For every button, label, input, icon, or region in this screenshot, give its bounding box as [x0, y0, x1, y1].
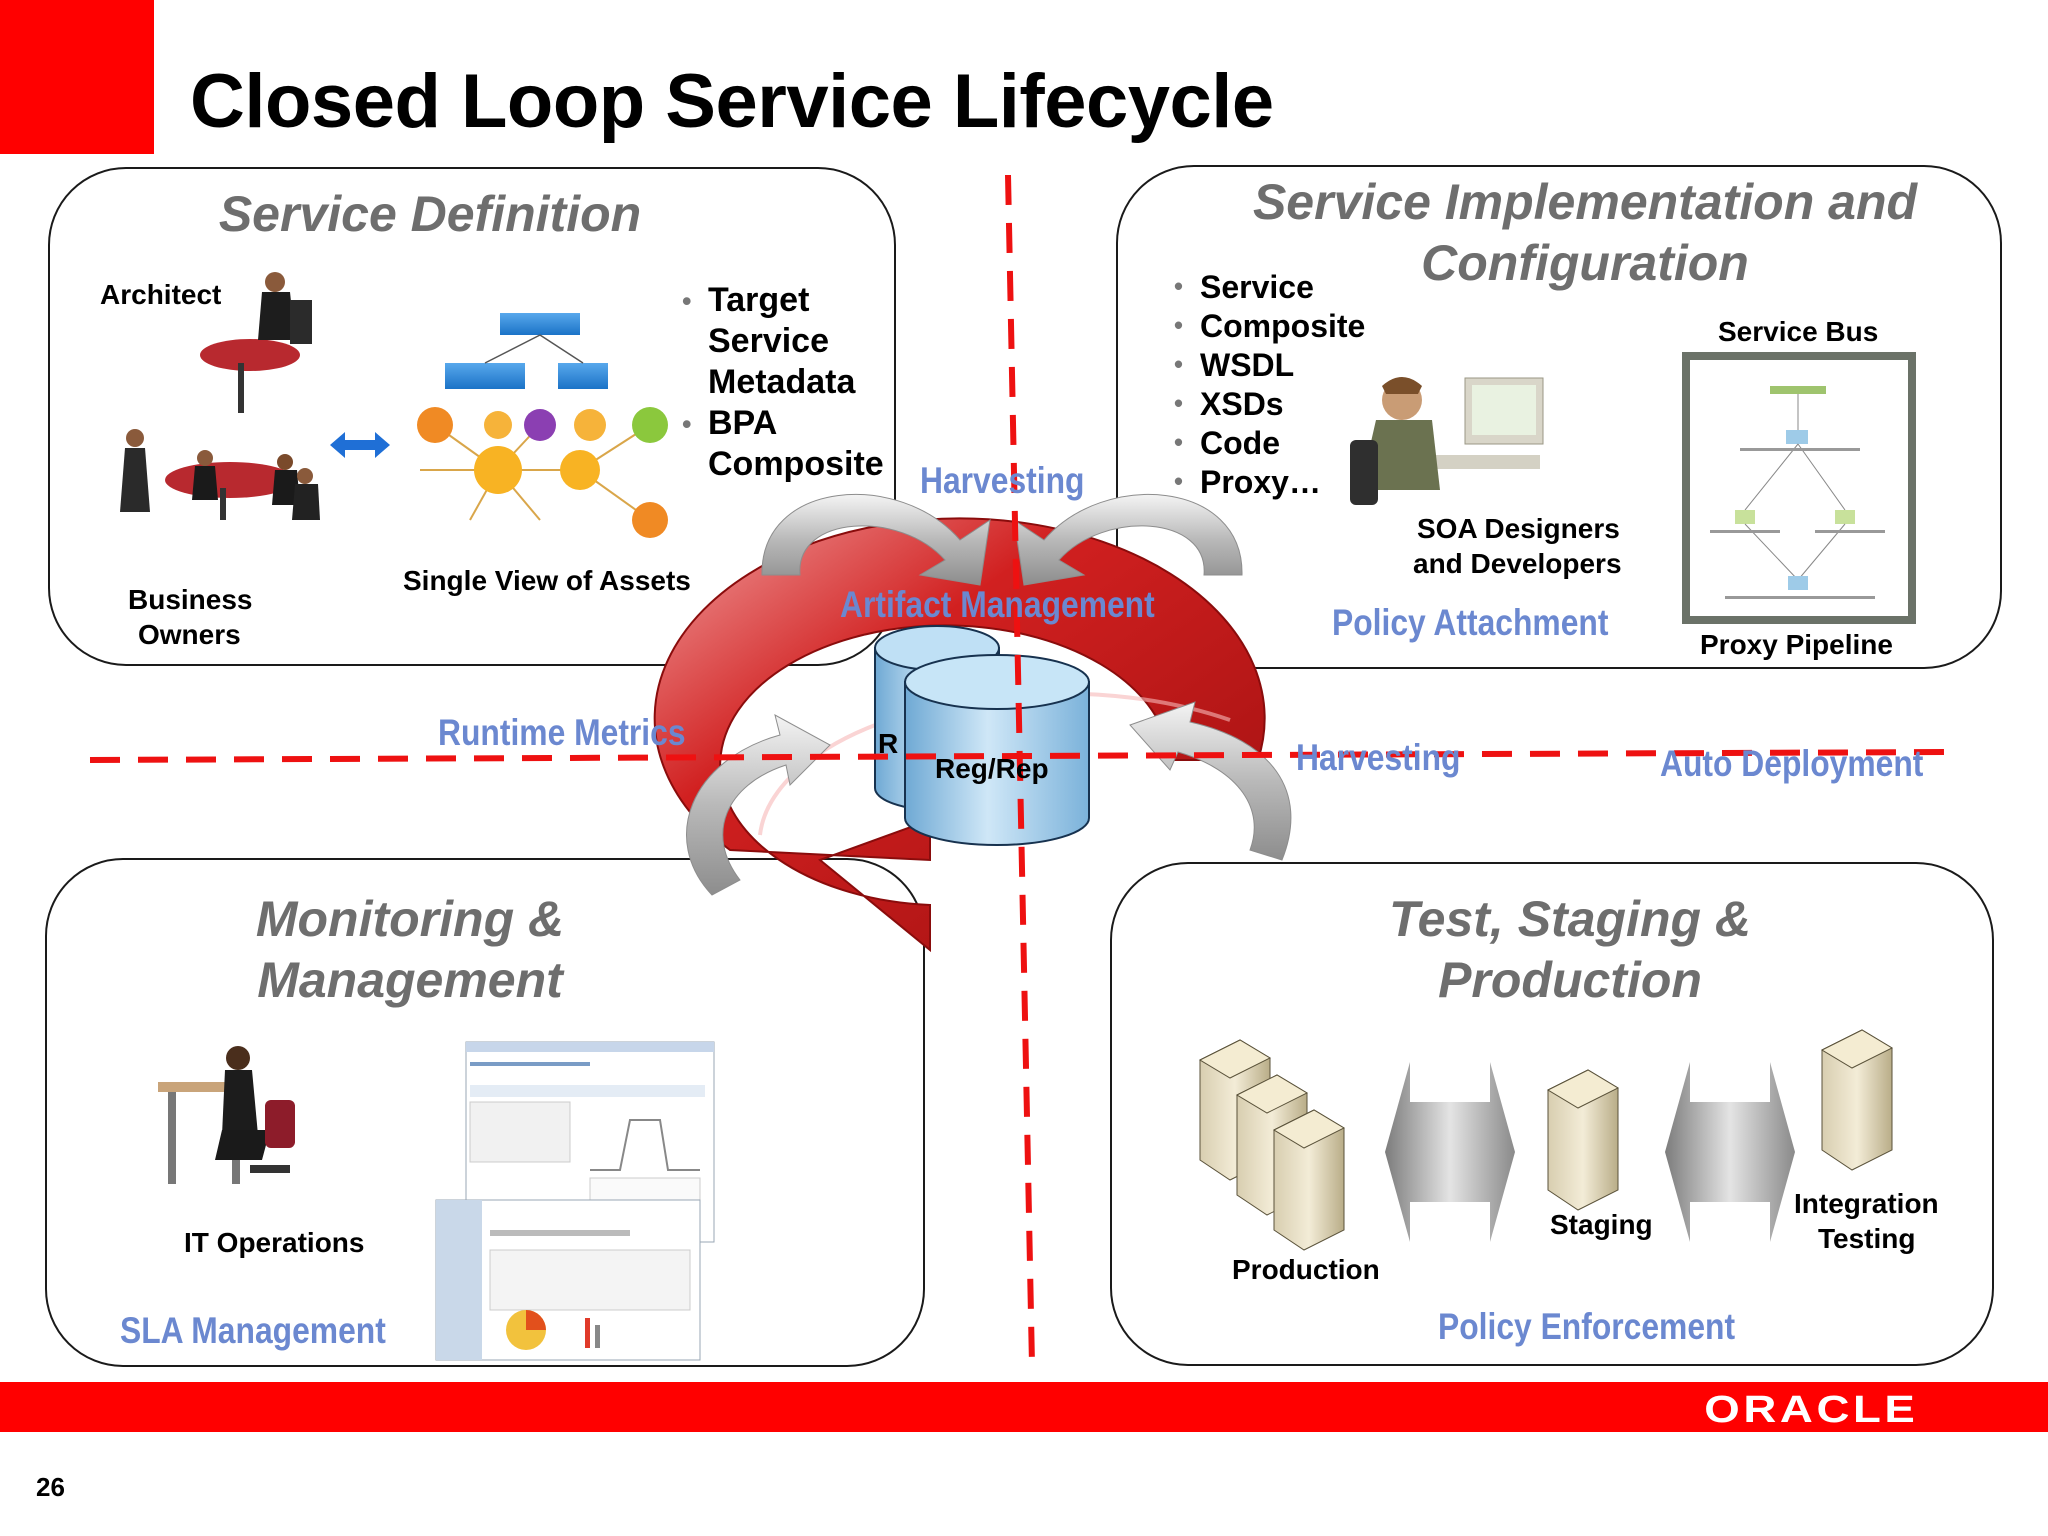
- artifact-management-label: Artifact Management: [840, 584, 1155, 625]
- monitoring-title-line1: Monitoring &: [255, 891, 565, 947]
- bullet-item: Proxy…: [1174, 463, 1365, 502]
- implementation-title-line1: Service Implementation and: [1252, 174, 1918, 230]
- test-title-line2: Production: [1438, 952, 1702, 1008]
- architect-label: Architect: [100, 279, 222, 310]
- repository-icon: [874, 625, 1090, 846]
- staging-integration-arrow: [1665, 1062, 1795, 1242]
- repository-label: Reg/Rep: [935, 753, 1049, 784]
- integration-testing-label-1: Integration: [1794, 1188, 1939, 1219]
- developer-illustration: [1350, 377, 1544, 505]
- service-bus-label: Service Bus: [1718, 316, 1879, 347]
- single-view-of-assets-label: Single View of Assets: [403, 565, 691, 596]
- bullet-item: Service: [1174, 268, 1365, 307]
- runtime-metrics-label: Runtime Metrics: [438, 712, 686, 753]
- service-definition-title: Service Definition: [218, 186, 642, 242]
- integration-testing-label-2: Testing: [1818, 1223, 1916, 1254]
- slide-title: Closed Loop Service Lifecycle: [190, 59, 1274, 144]
- bullet-item: WSDL: [1174, 346, 1365, 385]
- repository-back-label: R: [878, 728, 899, 759]
- test-title-line1: Test, Staging &: [1388, 891, 1752, 947]
- bullet-item: Code: [1174, 424, 1365, 463]
- asset-map-diagram: [417, 313, 668, 538]
- dashboard-screenshots: [435, 1041, 715, 1361]
- production-label: Production: [1232, 1254, 1380, 1285]
- footer-bar: [0, 1382, 2048, 1432]
- production-servers-icon: [1198, 1039, 1346, 1251]
- bullet-item: Composite: [1174, 307, 1365, 346]
- corner-red-block: [0, 0, 154, 154]
- soa-designers-label-2: and Developers: [1413, 548, 1622, 579]
- production-staging-arrow: [1385, 1062, 1515, 1242]
- soa-designers-label-1: SOA Designers: [1417, 513, 1620, 544]
- monitoring-title-line2: Management: [257, 952, 563, 1008]
- vertical-divider: [1005, 174, 1035, 1366]
- staging-label: Staging: [1550, 1209, 1653, 1240]
- it-operations-illustration: [158, 1046, 295, 1184]
- harvesting-right-label: Harvesting: [1296, 737, 1461, 778]
- integration-server-icon: [1820, 1029, 1894, 1171]
- oracle-logo: ORACLE: [1703, 1389, 1918, 1431]
- staging-server-icon: [1546, 1069, 1620, 1211]
- sla-management-label: SLA Management: [120, 1310, 386, 1351]
- it-operations-label: IT Operations: [184, 1227, 365, 1258]
- bullet-item: XSDs: [1174, 385, 1365, 424]
- horizontal-divider: [89, 749, 1956, 763]
- side-arrows: [686, 701, 1292, 896]
- business-owners-illustration: [120, 429, 320, 520]
- auto-deployment-label: Auto Deployment: [1660, 743, 1924, 784]
- harvesting-top-label: Harvesting: [920, 460, 1085, 501]
- proxy-pipeline-label: Proxy Pipeline: [1700, 629, 1893, 660]
- implementation-bullets: Service Composite WSDL XSDs Code Proxy…: [1174, 268, 1365, 502]
- business-owners-label-2: Owners: [138, 619, 241, 650]
- policy-attachment-label: Policy Attachment: [1332, 602, 1609, 643]
- proxy-pipeline-screenshot: [1682, 352, 1916, 624]
- page-number: 26: [36, 1472, 65, 1502]
- implementation-title-line2: Configuration: [1421, 235, 1749, 291]
- double-arrow-icon: [330, 432, 390, 458]
- policy-enforcement-label: Policy Enforcement: [1438, 1306, 1736, 1347]
- architect-illustration: [200, 272, 312, 413]
- business-owners-label-1: Business: [128, 584, 253, 615]
